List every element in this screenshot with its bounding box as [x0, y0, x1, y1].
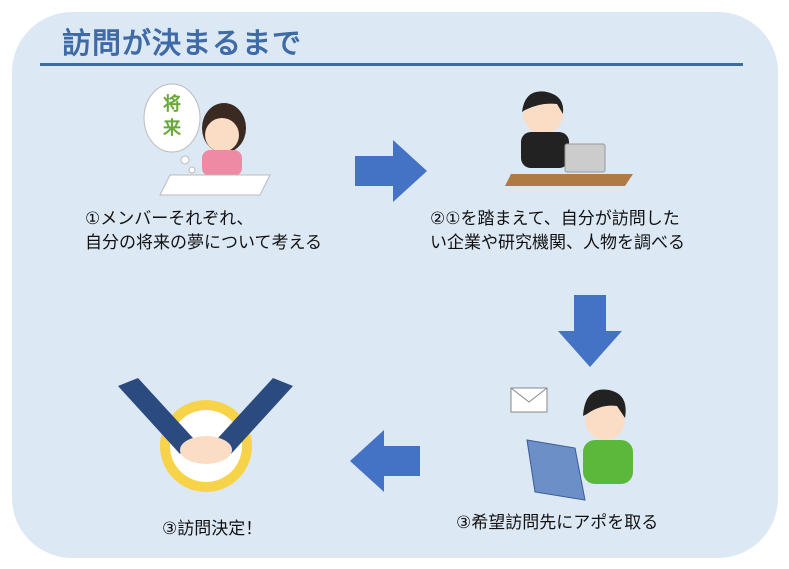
step-1-caption: ①メンバーそれぞれ、 自分の将来の夢について考える: [85, 207, 322, 255]
title-underline: [40, 63, 743, 66]
girl-thinking-illustration: 将 来: [143, 83, 271, 196]
step-2-caption: ②①を踏まえて、自分が訪問した い企業や研究機関、人物を調べる: [430, 207, 685, 255]
boy-laptop-illustration: [505, 91, 633, 186]
step-2-line-2: い企業や研究機関、人物を調べる: [430, 233, 685, 253]
arrow-left: [350, 430, 420, 492]
svg-text:来: 来: [162, 118, 182, 139]
step-4-caption: ③訪問決定！: [162, 519, 263, 539]
step-1-line-1: ①メンバーそれぞれ、: [85, 209, 254, 229]
boy-email-illustration: [510, 387, 633, 501]
arrow-right: [355, 140, 427, 202]
handshake-illustration: [118, 378, 293, 492]
email-icon: [510, 387, 548, 413]
thought-text: 将: [163, 93, 181, 115]
step-1-line-2: 自分の将来の夢について考える: [85, 233, 322, 253]
step-3-caption: ③希望訪問先にアポを取る: [456, 513, 659, 533]
arrow-down: [558, 295, 622, 367]
step-2-line-1: ②①を踏まえて、自分が訪問した: [430, 209, 680, 229]
page-title: 訪問が決まるまで: [62, 26, 303, 60]
